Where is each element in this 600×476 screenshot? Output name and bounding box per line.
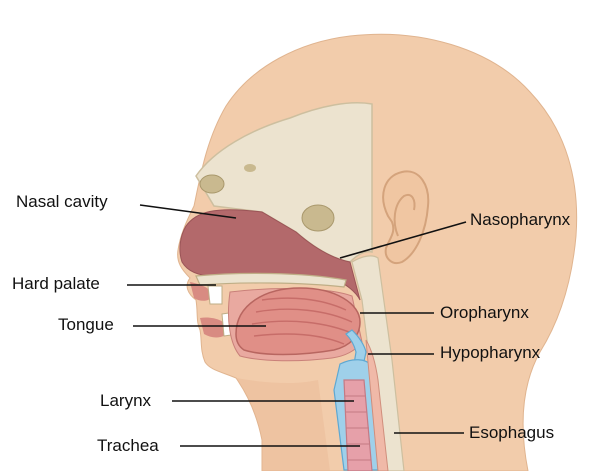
teeth-upper <box>208 286 222 304</box>
label-esophagus: Esophagus <box>469 423 554 442</box>
label-tongue: Tongue <box>58 315 114 334</box>
frontal-sinus <box>200 175 224 193</box>
label-nasopharynx: Nasopharynx <box>470 210 571 229</box>
label-nasal-cavity: Nasal cavity <box>16 192 108 211</box>
label-oropharynx: Oropharynx <box>440 303 529 322</box>
sphenoid-sinus <box>302 205 334 231</box>
sinus-small <box>244 164 256 172</box>
neck-shade <box>236 378 330 471</box>
label-trachea: Trachea <box>97 436 159 455</box>
label-hard-palate: Hard palate <box>12 274 100 293</box>
label-larynx: Larynx <box>100 391 152 410</box>
label-hypopharynx: Hypopharynx <box>440 343 541 362</box>
